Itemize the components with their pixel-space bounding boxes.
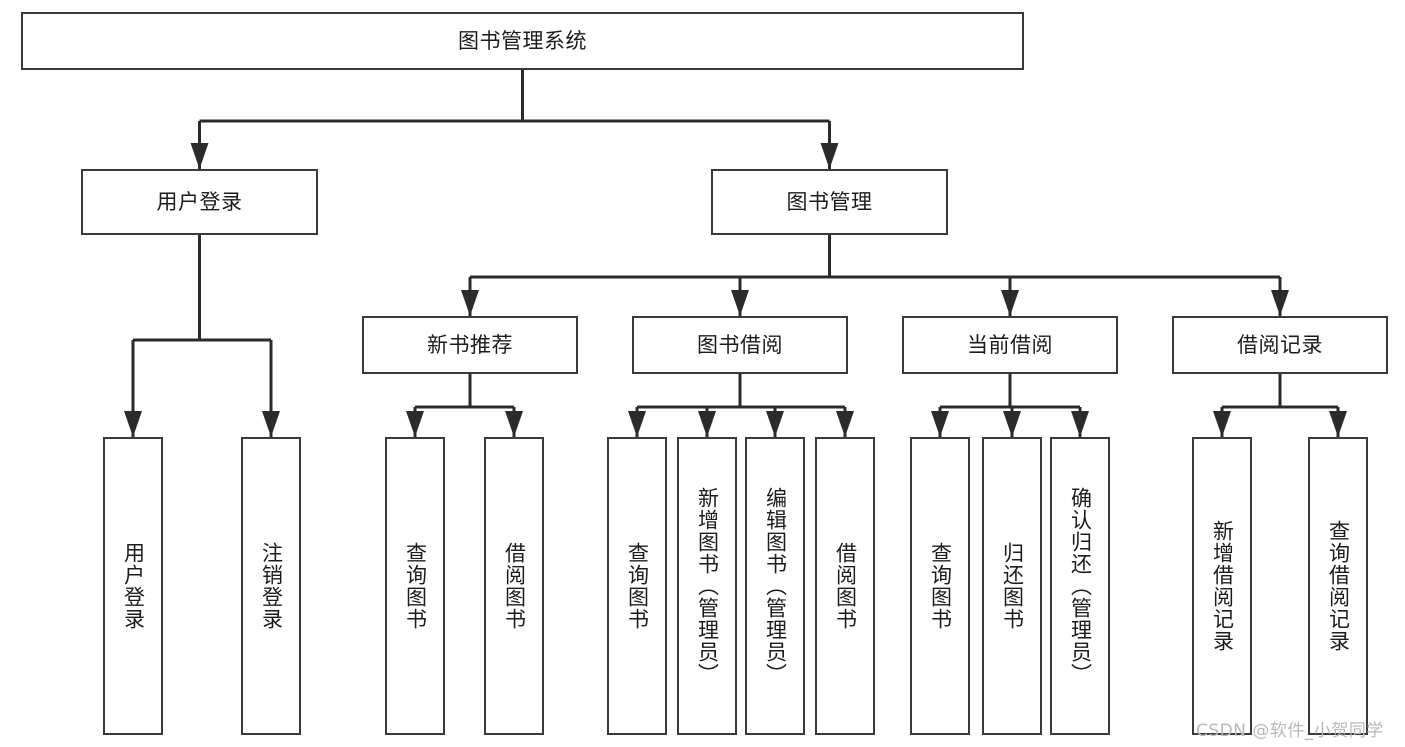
node-leaf1[interactable]: 用户登录	[103, 437, 163, 735]
node-label: 新增图书（管理员）	[695, 487, 720, 685]
node-label: 查询借阅记录	[1326, 520, 1351, 652]
arrowhead	[1329, 411, 1347, 437]
arrowhead	[731, 290, 749, 316]
arrowhead	[124, 411, 142, 437]
arrowhead	[1071, 411, 1089, 437]
node-label: 借阅记录	[1237, 332, 1323, 357]
arrowhead	[820, 143, 839, 169]
node-leaf9[interactable]: 查询图书	[910, 437, 970, 735]
arrowhead	[1213, 411, 1231, 437]
node-label: 确认归还（管理员）	[1068, 487, 1093, 685]
node-label: 查询图书	[928, 542, 953, 630]
node-label: 查询图书	[403, 542, 428, 630]
node-label: 注销登录	[259, 542, 284, 630]
arrowhead	[1271, 290, 1289, 316]
node-label: 查询图书	[625, 542, 650, 630]
node-leaf11[interactable]: 确认归还（管理员）	[1050, 437, 1110, 735]
node-leaf13[interactable]: 查询借阅记录	[1308, 437, 1368, 735]
node-leaf4[interactable]: 借阅图书	[484, 437, 544, 735]
node-leaf12[interactable]: 新增借阅记录	[1192, 437, 1252, 735]
node-records[interactable]: 借阅记录	[1172, 316, 1388, 374]
arrowhead	[836, 411, 854, 437]
node-borrow[interactable]: 图书借阅	[632, 316, 848, 374]
node-leaf6[interactable]: 新增图书（管理员）	[677, 437, 737, 735]
node-label: 借阅图书	[502, 542, 527, 630]
node-leaf8[interactable]: 借阅图书	[815, 437, 875, 735]
node-leaf10[interactable]: 归还图书	[982, 437, 1042, 735]
arrowhead	[461, 290, 479, 316]
node-label: 编辑图书（管理员）	[763, 487, 788, 685]
node-leaf3[interactable]: 查询图书	[385, 437, 445, 735]
node-label: 图书管理系统	[458, 28, 587, 53]
node-label: 新书推荐	[427, 332, 513, 357]
arrowhead	[262, 411, 280, 437]
node-label: 图书管理	[786, 189, 873, 214]
node-label: 归还图书	[1000, 542, 1025, 630]
node-label: 当前借阅	[967, 332, 1053, 357]
node-label: 借阅图书	[833, 542, 858, 630]
arrowhead	[628, 411, 646, 437]
arrowhead	[406, 411, 424, 437]
arrowhead	[190, 143, 209, 169]
node-leaf7[interactable]: 编辑图书（管理员）	[745, 437, 805, 735]
node-newbook[interactable]: 新书推荐	[362, 316, 578, 374]
arrowhead	[1001, 290, 1019, 316]
node-login[interactable]: 用户登录	[81, 169, 318, 235]
arrowhead	[931, 411, 949, 437]
node-bookmgmt[interactable]: 图书管理	[711, 169, 948, 235]
node-leaf2[interactable]: 注销登录	[241, 437, 301, 735]
node-leaf5[interactable]: 查询图书	[607, 437, 667, 735]
arrowhead	[766, 411, 784, 437]
arrowhead	[1003, 411, 1021, 437]
node-root[interactable]: 图书管理系统	[21, 12, 1024, 70]
node-label: 用户登录	[121, 542, 146, 630]
node-label: 新增借阅记录	[1210, 520, 1235, 652]
arrowhead	[698, 411, 716, 437]
node-label: 图书借阅	[697, 332, 783, 357]
arrowhead	[505, 411, 523, 437]
node-current[interactable]: 当前借阅	[902, 316, 1118, 374]
node-label: 用户登录	[156, 189, 243, 214]
